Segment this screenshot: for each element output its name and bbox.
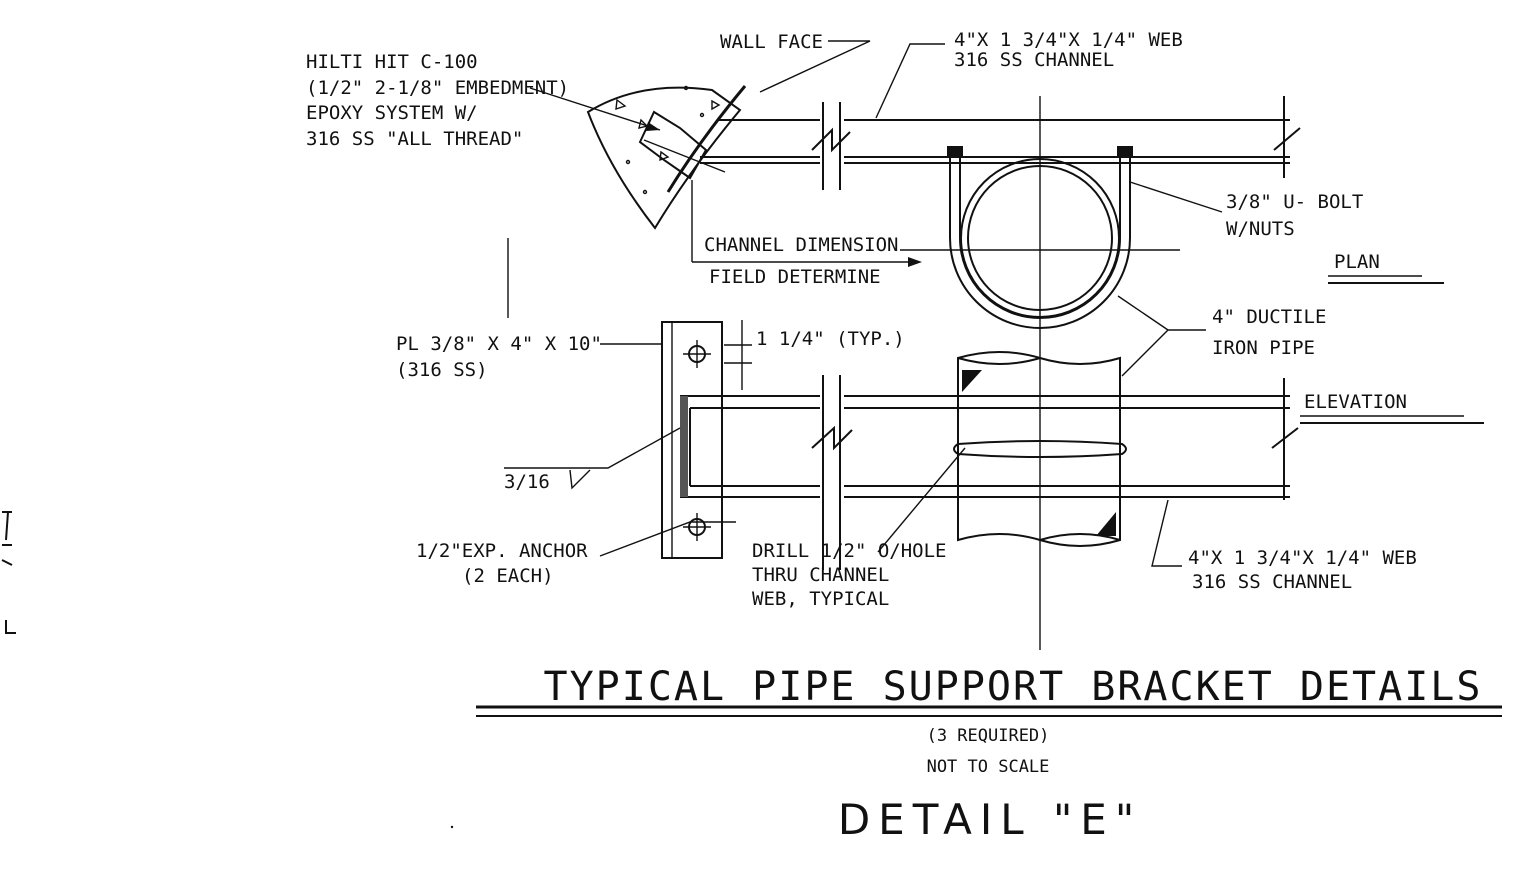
label-channel-dim-1: CHANNEL DIMENSION xyxy=(704,234,898,256)
label-channel-top-1: 4"X 1 3/4"X 1/4" WEB xyxy=(954,29,1183,51)
label-drill-3: WEB, TYPICAL xyxy=(752,588,889,610)
label-wall-face: WALL FACE xyxy=(720,31,823,53)
label-pipe-2: IRON PIPE xyxy=(1212,337,1315,359)
wall-face-line xyxy=(666,85,747,193)
u-bolt-nut-right xyxy=(1117,146,1133,158)
required-note: (3 REQUIRED) xyxy=(927,726,1050,746)
label-hilti-2: (1/2" 2-1/8" EMBEDMENT) xyxy=(306,77,569,99)
title-block: TYPICAL PIPE SUPPORT BRACKET DETAILS (3 … xyxy=(476,664,1502,844)
cropped-edge-marks xyxy=(1,511,454,829)
elevation-plate xyxy=(661,321,723,559)
label-drill-2: THRU CHANNEL xyxy=(752,564,889,586)
label-anchor-1: 1/2"EXP. ANCHOR xyxy=(416,540,588,562)
label-ubolt-2: W/NUTS xyxy=(1226,218,1295,240)
elevation-u-bolt xyxy=(953,440,1127,458)
label-elevation: ELEVATION xyxy=(1304,391,1407,413)
detail-label: DETAIL "E" xyxy=(838,795,1142,844)
plan-anchor-plate xyxy=(638,110,708,180)
label-hilti-3: EPOXY SYSTEM W/ xyxy=(306,102,478,124)
label-drill-1: DRILL 1/2" O/HOLE xyxy=(752,540,946,562)
label-pipe-1: 4" DUCTILE xyxy=(1212,306,1326,328)
label-channel-top-2: 316 SS CHANNEL xyxy=(954,49,1114,71)
label-weld: 3/16 xyxy=(504,471,550,493)
elevation-pipe xyxy=(957,351,1121,547)
drawing-title: TYPICAL PIPE SUPPORT BRACKET DETAILS xyxy=(544,664,1483,710)
elevation-view xyxy=(661,320,1299,570)
scale-note: NOT TO SCALE xyxy=(927,757,1050,777)
label-hilti-4: 316 SS "ALL THREAD" xyxy=(306,128,523,150)
label-typ: 1 1/4" (TYP.) xyxy=(756,328,905,350)
label-ubolt-1: 3/8" U- BOLT xyxy=(1226,191,1363,213)
label-hilti-1: HILTI HIT C-100 xyxy=(306,51,478,73)
label-channel-bottom-2: 316 SS CHANNEL xyxy=(1192,571,1352,593)
label-channel-bottom-1: 4"X 1 3/4"X 1/4" WEB xyxy=(1188,547,1417,569)
aggregate-marks xyxy=(615,85,721,195)
label-anchor-2: (2 EACH) xyxy=(462,565,554,587)
label-plan: PLAN xyxy=(1334,251,1380,273)
plan-view xyxy=(586,85,1301,650)
label-channel-dim-2: FIELD DETERMINE xyxy=(709,266,881,288)
label-plate-1: PL 3/8" X 4" X 10" xyxy=(396,333,602,355)
plan-labels: WALL FACE 4"X 1 3/4"X 1/4" WEB 316 SS CH… xyxy=(306,29,1444,318)
label-plate-2: (316 SS) xyxy=(396,359,488,381)
u-bolt-nut-left xyxy=(947,146,963,158)
elevation-labels: PL 3/8" X 4" X 10" (316 SS) 1 1/4" (TYP.… xyxy=(396,295,1484,610)
weld-hatch xyxy=(680,396,688,497)
